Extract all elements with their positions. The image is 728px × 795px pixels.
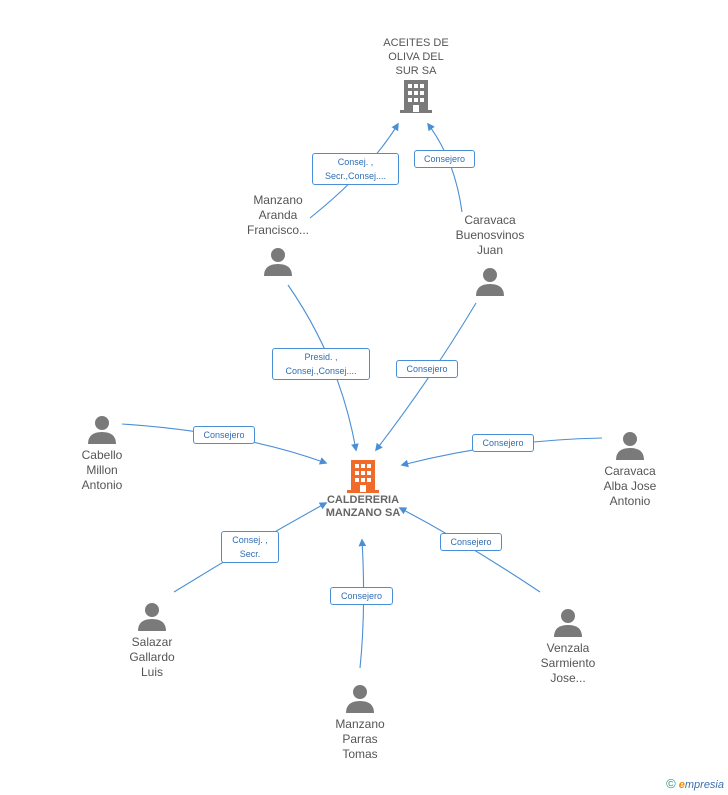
person-label: Cabello Millon Antonio (81, 448, 123, 492)
person-node-manzano-parras[interactable]: Manzano Parras Tomas (318, 683, 402, 762)
company-node-aceites[interactable]: ACEITES DE OLIVA DEL SUR SA (366, 36, 466, 114)
role-badge[interactable]: Consej. ,Secr.,Consej.... (312, 153, 399, 185)
person-icon (476, 268, 504, 296)
company-label: CALDERERIA MANZANO SA (325, 494, 401, 519)
person-label: Venzala Sarmiento Jose... (540, 641, 596, 685)
person-icon (616, 432, 644, 460)
person-label: Manzano Parras Tomas (335, 717, 385, 761)
person-node-salazar[interactable]: Salazar Gallardo Luis (110, 601, 194, 680)
role-badge[interactable]: Consejero (193, 426, 255, 444)
person-node-cabello[interactable]: Cabello Millon Antonio (60, 414, 144, 493)
brand-logo: ©empresia (666, 776, 724, 791)
person-label: Salazar Gallardo Luis (129, 635, 175, 679)
edge-caravaca-buenosvinos-to-top (427, 122, 463, 213)
person-node-venzala[interactable]: Venzala Sarmiento Jose... (526, 607, 610, 686)
person-label: Caravaca Alba Jose Antonio (603, 464, 657, 508)
role-badge[interactable]: Consejero (440, 533, 502, 551)
edge-manzano-parras-to-main (358, 538, 367, 669)
person-icon (138, 603, 166, 631)
company-node-caldereria[interactable]: CALDERERIA MANZANO SA (313, 458, 413, 520)
role-badge[interactable]: Consejero (472, 434, 534, 452)
role-badge[interactable]: Consejero (330, 587, 393, 605)
role-badge[interactable]: Consej. ,Secr. (221, 531, 279, 563)
person-node-manzano-aranda[interactable]: Manzano Aranda Francisco... (232, 193, 324, 276)
role-badge[interactable]: Presid. ,Consej.,Consej.... (272, 348, 370, 380)
person-node-caravaca-buenosvinos[interactable]: Caravaca Buenosvinos Juan (440, 213, 540, 296)
edge-caravaca-buenosvinos-to-main (375, 302, 477, 452)
person-label: Manzano Aranda Francisco... (246, 193, 309, 237)
copyright-icon: © (666, 776, 676, 791)
building-icon (347, 460, 379, 493)
company-label: ACEITES DE OLIVA DEL SUR SA (383, 37, 449, 77)
role-badge[interactable]: Consejero (414, 150, 475, 168)
building-icon (400, 80, 432, 113)
person-icon (88, 416, 116, 444)
person-label: Caravaca Buenosvinos Juan (455, 213, 525, 257)
person-node-caravaca-alba[interactable]: Caravaca Alba Jose Antonio (588, 430, 672, 509)
person-icon (554, 609, 582, 637)
person-icon (264, 248, 292, 276)
person-icon (346, 685, 374, 713)
role-badge[interactable]: Consejero (396, 360, 458, 378)
